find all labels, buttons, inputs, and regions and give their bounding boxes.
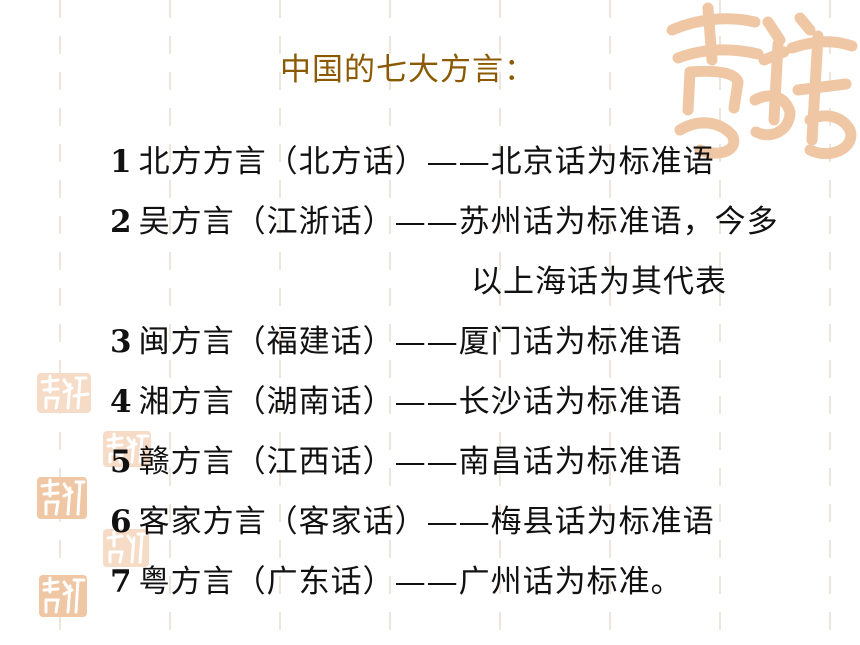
item-number: 2	[110, 204, 133, 240]
list-item-continuation: 以上海话为其代表	[110, 260, 830, 320]
item-text: 闽方言（福建话）——厦门话为标准语	[138, 324, 683, 360]
item-number: 6	[110, 504, 133, 540]
item-number: 1	[110, 144, 133, 180]
item-text: 以上海话为其代表	[471, 264, 727, 300]
small-seal-decoration-5	[39, 575, 87, 617]
item-number: 4	[110, 384, 133, 420]
item-text: 粤方言（广东话）——广州话为标准。	[138, 564, 683, 600]
item-text: 湘方言（湖南话）——长沙话为标准语	[138, 384, 683, 420]
small-seal-decoration-3	[37, 477, 87, 519]
item-number: 5	[110, 444, 133, 480]
item-text: 吴方言（江浙话）——苏州话为标准语，今多	[138, 204, 779, 240]
item-text: 赣方言（江西话）——南昌话为标准语	[138, 444, 683, 480]
slide-title: 中国的七大方言：	[280, 52, 536, 88]
small-seal-decoration-1	[37, 373, 91, 413]
item-number: 7	[110, 564, 133, 600]
item-text: 北方方言（北方话）——北京话为标准语	[138, 144, 715, 180]
item-text: 客家方言（客家话）——梅县话为标准语	[138, 504, 715, 540]
item-number: 3	[110, 324, 133, 360]
